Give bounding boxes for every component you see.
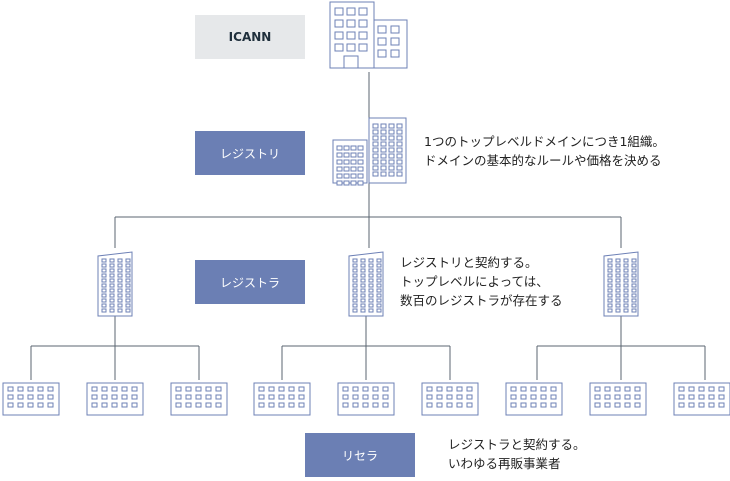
- tall-building-icon: [603, 251, 639, 317]
- building-icons: [2, 1, 730, 416]
- registry-label: レジストリ: [195, 131, 305, 175]
- registrar-description: レジストリと契約する。 トップレベルによっては、 数百のレジストラが存在する: [400, 253, 563, 310]
- registrar-desc-line1: レジストリと契約する。: [400, 255, 538, 270]
- connector-lines: [30, 72, 706, 380]
- office-building-icon: [329, 1, 408, 69]
- low-building-icon: [505, 382, 563, 416]
- reseller-desc-line2: いわゆる再販事業者: [448, 456, 561, 471]
- reseller-label: リセラ: [305, 433, 415, 477]
- low-building-icon: [673, 382, 730, 416]
- registry-description: 1つのトップレベルドメインにつき1組織。 ドメインの基本的なルールや価格を決める: [424, 132, 665, 170]
- low-building-icon: [253, 382, 311, 416]
- registrar-desc-line2: トップレベルによっては、: [400, 274, 549, 289]
- registrar-label: レジストラ: [195, 260, 305, 304]
- low-building-icon: [589, 382, 647, 416]
- registry-desc-line2: ドメインの基本的なルールや価格を決める: [424, 153, 662, 168]
- low-building-icon: [170, 382, 228, 416]
- tall-building-icon: [348, 251, 384, 317]
- reseller-desc-line1: レジストラと契約する。: [448, 437, 586, 452]
- low-building-icon: [86, 382, 144, 416]
- tall-building-icon: [97, 251, 133, 317]
- registry-desc-line1: 1つのトップレベルドメインにつき1組織。: [424, 134, 665, 149]
- reseller-description: レジストラと契約する。 いわゆる再販事業者: [448, 435, 586, 473]
- icann-label: ICANN: [195, 15, 305, 59]
- low-building-icon: [337, 382, 395, 416]
- low-building-icon: [421, 382, 479, 416]
- registrar-desc-line3: 数百のレジストラが存在する: [400, 293, 563, 308]
- twin-tower-building-icon: [332, 117, 407, 186]
- low-building-icon: [2, 382, 60, 416]
